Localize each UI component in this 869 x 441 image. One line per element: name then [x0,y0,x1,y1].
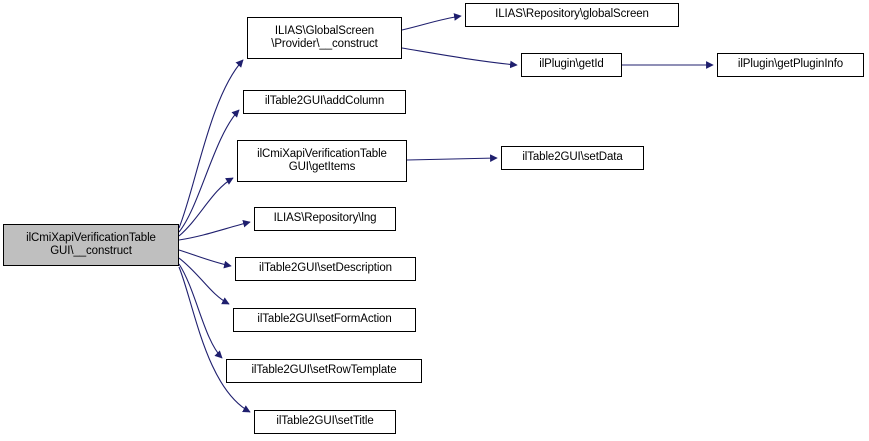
node-itable2gui-setformaction[interactable]: ilTable2GUI\setFormAction [233,308,416,332]
node-itable2gui-setdescription[interactable]: ilTable2GUI\setDescription [235,257,416,281]
node-iplugin-getplugininfo[interactable]: ilPlugin\getPluginInfo [717,53,864,77]
node-ilcmixapiverificationtablegui-getitems[interactable]: ilCmiXapiVerificationTable GUI\getItems [237,140,407,182]
node-globalscreen-construct[interactable]: ILIAS\GlobalScreen \Provider\__construct [247,17,402,59]
edge-getitems-to-setdata [406,154,498,163]
edge-root-to-globalscreen-construct [178,59,244,229]
node-root[interactable]: ilCmiXapiVerificationTable GUI\__constru… [3,224,179,266]
edge-root-to-settitle [178,266,251,413]
edge-root-to-setformaction [178,257,230,305]
node-itable2gui-setdata[interactable]: ilTable2GUI\setData [501,146,644,170]
node-repository-globalscreen[interactable]: ILIAS\Repository\globalScreen [465,3,679,27]
node-itable2gui-addcolumn[interactable]: ilTable2GUI\addColumn [243,90,406,114]
node-repository-lng[interactable]: ILIAS\Repository\lng [254,207,396,231]
edge-root-to-setdescription [178,249,232,269]
edge-root-to-getitems [178,177,234,237]
node-iplugin-getid[interactable]: ilPlugin\getId [521,53,622,77]
edge-root-to-lng [178,219,251,241]
edge-root-to-addcolumn [178,109,240,233]
edge-root-to-setrowtemplate [178,263,223,359]
edge-globalscreen-to-repo-globalscreen [401,13,462,31]
edge-globalscreen-to-iplugin-getid [401,47,518,69]
node-itable2gui-setrowtemplate[interactable]: ilTable2GUI\setRowTemplate [226,359,422,383]
node-itable2gui-settitle[interactable]: ilTable2GUI\setTitle [254,410,396,434]
